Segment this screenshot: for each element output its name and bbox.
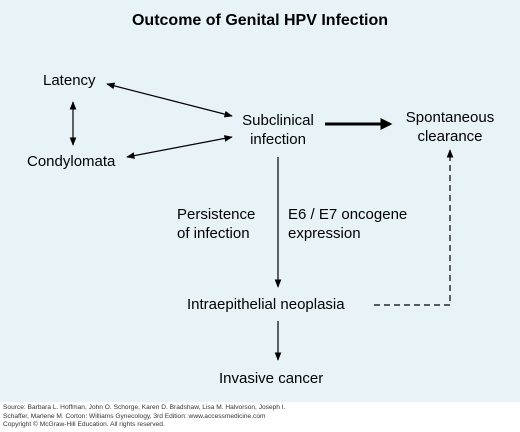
node-latency: Latency bbox=[43, 72, 96, 89]
source-citation: Source: Barbara L. Hoffman, John O. Scho… bbox=[3, 404, 517, 430]
node-intraepithelial-neoplasia: Intraepithelial neoplasia bbox=[187, 296, 345, 313]
diagram-panel: Outcome of Genital HPV Infection Latency… bbox=[0, 0, 520, 402]
source-line-3: Copyright © McGraw-Hill Education. All r… bbox=[3, 421, 165, 429]
node-subclinical-infection: Subclinical infection bbox=[242, 112, 314, 148]
source-line-2: Schaffer, Marlene M. Corton: Williams Gy… bbox=[3, 412, 266, 420]
source-line-1: Source: Barbara L. Hoffman, John O. Scho… bbox=[3, 404, 286, 411]
annotation-persistence: Persistence of infection bbox=[177, 206, 256, 242]
annotation-oncogene: E6 / E7 oncogene expression bbox=[288, 206, 408, 242]
node-spontaneous-clearance: Spontaneous clearance bbox=[405, 109, 495, 145]
edge-neoplasia-clearance bbox=[374, 149, 454, 306]
diagram-edges bbox=[69, 82, 454, 361]
edge-latency-subclinical bbox=[106, 82, 233, 118]
edge-condylomata-subclinical bbox=[126, 135, 233, 159]
diagram-title: Outcome of Genital HPV Infection bbox=[131, 12, 389, 29]
node-invasive-cancer: Invasive cancer bbox=[219, 370, 324, 387]
node-condylomata: Condylomata bbox=[27, 153, 116, 170]
